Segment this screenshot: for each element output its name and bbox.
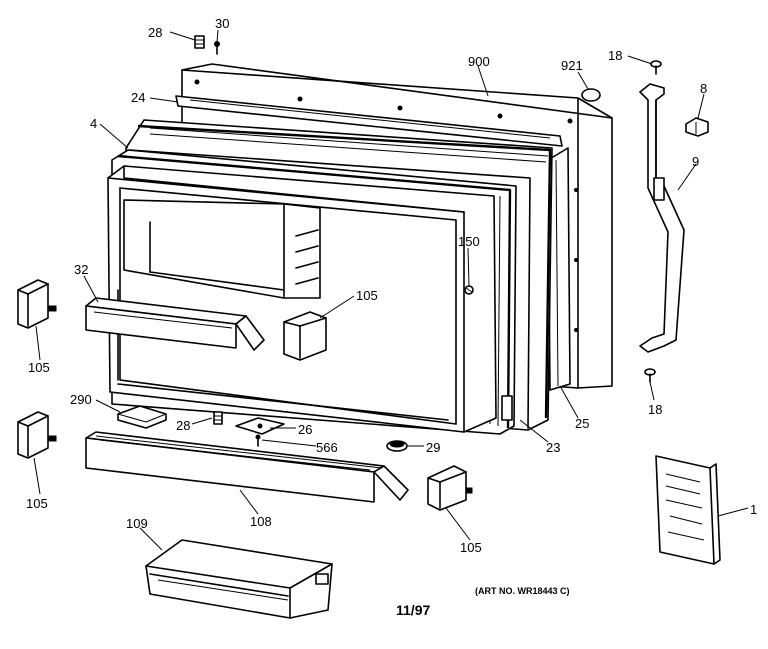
- callout-29: 29: [426, 440, 440, 455]
- screw-18-bottom: [644, 368, 656, 383]
- callout-105-left-top: 105: [28, 360, 50, 375]
- callout-105-inner: 105: [356, 288, 378, 303]
- plug-29: [386, 440, 408, 452]
- callout-25: 25: [575, 416, 589, 431]
- hinge-strap-9: [639, 83, 685, 353]
- screw-566: [255, 434, 261, 447]
- callout-105-front: 105: [460, 540, 482, 555]
- callout-28-mid: 28: [176, 418, 190, 433]
- callout-32: 32: [74, 262, 88, 277]
- plate-26: [235, 417, 285, 435]
- callout-23: 23: [546, 440, 560, 455]
- block-290: [117, 405, 167, 429]
- callout-30: 30: [215, 16, 229, 31]
- callout-8: 8: [700, 81, 707, 96]
- inner-door-liner: [107, 165, 497, 433]
- date-code: 11/97: [396, 602, 430, 618]
- manual-booklet: [655, 455, 721, 565]
- bin-109: [145, 539, 333, 619]
- left-bracket-lower: [17, 411, 57, 459]
- plug-921: [581, 88, 601, 102]
- leader-lines: [33, 29, 749, 551]
- clip-8: [685, 117, 709, 137]
- front-bracket: [427, 465, 473, 511]
- callout-labels: 28 30 900 921 18 8 24 4 9 150 32 105 105…: [26, 16, 757, 555]
- callout-290: 290: [70, 392, 92, 407]
- callout-900: 900: [468, 54, 490, 69]
- callout-109: 109: [126, 516, 148, 531]
- fastener-28-top: [194, 35, 205, 49]
- screw-30: [214, 41, 220, 55]
- top-trim-strip: [175, 95, 563, 147]
- callout-28-top: 28: [148, 25, 162, 40]
- callout-921: 921: [561, 58, 583, 73]
- callout-566: 566: [316, 440, 338, 455]
- upper-shelf-bar: [85, 297, 265, 351]
- art-number: (ART NO. WR18443 C): [475, 586, 570, 596]
- callout-105-left-bottom: 105: [26, 496, 48, 511]
- callout-24: 24: [131, 90, 145, 105]
- callout-1: 1: [750, 502, 757, 517]
- lower-shelf-bar: [85, 431, 409, 503]
- screw-18-top: [650, 60, 662, 75]
- callout-26: 26: [298, 422, 312, 437]
- callout-4: 4: [90, 116, 97, 131]
- callout-150: 150: [458, 234, 480, 249]
- callout-18-top: 18: [608, 48, 622, 63]
- left-bracket-upper: [17, 279, 57, 329]
- callout-108: 108: [250, 514, 272, 529]
- callout-18-bottom: 18: [648, 402, 662, 417]
- fastener-28-mid: [213, 411, 223, 425]
- inner-shelf-bracket: [283, 311, 327, 361]
- callout-9: 9: [692, 154, 699, 169]
- screw-150: [464, 285, 474, 295]
